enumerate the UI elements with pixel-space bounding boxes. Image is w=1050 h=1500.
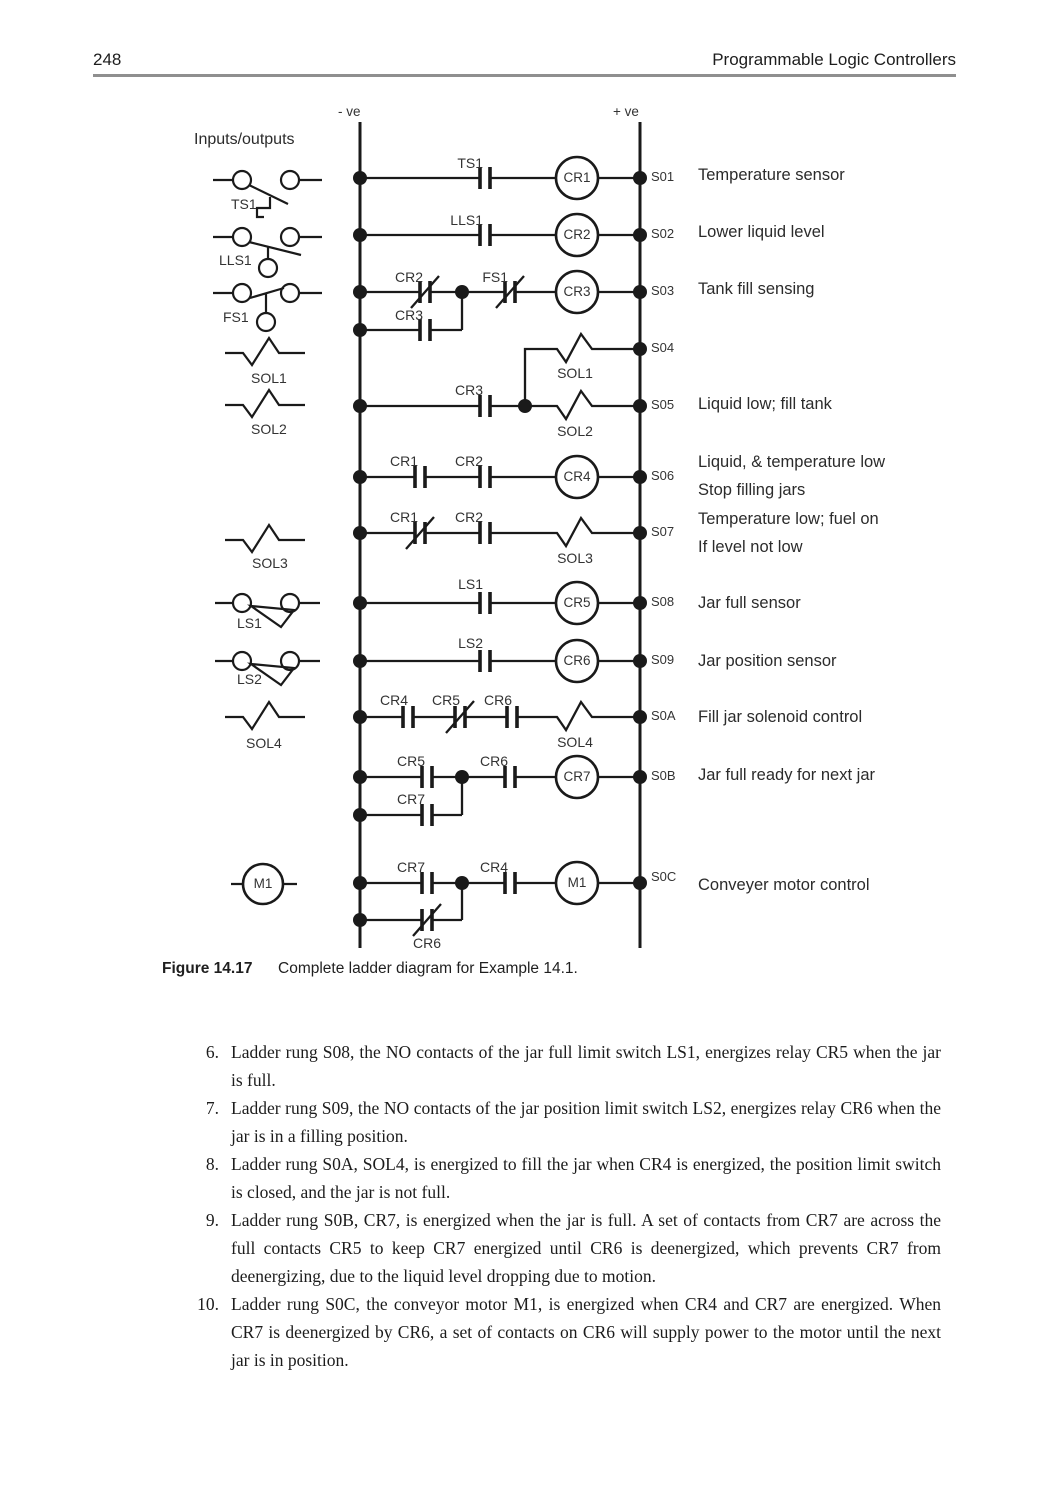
contact-label: FS1 — [482, 269, 508, 285]
list-item-number: 6. — [205, 1042, 219, 1062]
contact-label: CR5 — [396, 753, 425, 769]
contact-label: CR7 — [396, 791, 425, 807]
rung-desc: Stop filling jars — [698, 481, 806, 499]
rung-desc: Tank fill sensing — [698, 280, 815, 298]
page-number: 248 — [93, 50, 122, 69]
neg-rail-label: - ve — [338, 104, 361, 119]
rung-id: S0A — [651, 708, 676, 723]
list-item: 10. Ladder rung S0C, the conveyor motor … — [183, 1290, 941, 1374]
input-label-ls1: LS1 — [237, 615, 262, 631]
coil-label: CR1 — [563, 170, 591, 185]
contact-label: LS2 — [458, 635, 483, 651]
input-label-sol3: SOL3 — [252, 555, 288, 571]
output-label: SOL1 — [557, 365, 593, 381]
nc-slashes — [405, 275, 525, 937]
input-label-fs1: FS1 — [223, 309, 249, 325]
rung-id: S09 — [651, 652, 675, 667]
header-rule — [93, 74, 956, 77]
contact-label: TS1 — [457, 155, 483, 171]
list-item-number: 10. — [197, 1294, 219, 1314]
output-label: SOL2 — [557, 423, 593, 439]
input-label-sol4: SOL4 — [246, 735, 282, 751]
rung-id: S02 — [651, 226, 675, 241]
contact-label: CR2 — [454, 453, 483, 469]
output-label: SOL4 — [557, 734, 593, 750]
input-label-sol2: SOL2 — [251, 421, 287, 437]
list-item-number: 9. — [205, 1210, 219, 1230]
junction-dots — [353, 171, 647, 927]
explanation-list: 6. Ladder rung S08, the NO contacts of t… — [183, 1038, 941, 1374]
coil-label: CR4 — [563, 469, 591, 484]
list-item-text: Ladder rung S0A, SOL4, is energized to f… — [231, 1154, 941, 1202]
coil-label: CR7 — [563, 769, 591, 784]
figure-caption-label: Figure 14.17 — [162, 960, 253, 977]
rung-id: S0C — [651, 869, 677, 884]
contact-label: CR3 — [454, 382, 483, 398]
rung-desc: Conveyer motor control — [698, 876, 870, 894]
contact-label: CR6 — [479, 753, 508, 769]
input-label-ls2: LS2 — [237, 671, 262, 687]
list-item-text: Ladder rung S09, the NO contacts of the … — [231, 1098, 941, 1146]
contact-label: LLS1 — [450, 212, 483, 228]
rung-id: S06 — [651, 468, 675, 483]
rung-id: S03 — [651, 283, 675, 298]
list-item: 7. Ladder rung S09, the NO contacts of t… — [183, 1094, 941, 1150]
rung-desc: Jar full ready for next jar — [698, 766, 875, 784]
list-item-text: Ladder rung S0C, the conveyor motor M1, … — [231, 1294, 941, 1370]
input-label-m1: M1 — [253, 876, 273, 891]
contact-label: LS1 — [458, 576, 483, 592]
rung-id: S04 — [651, 340, 675, 355]
coil-label: CR3 — [563, 284, 591, 299]
input-symbols — [213, 169, 322, 906]
rung-id: S05 — [651, 397, 675, 412]
rung-desc: Jar position sensor — [698, 652, 837, 670]
figure-caption-text: Complete ladder diagram for Example 14.1… — [278, 960, 578, 977]
contact-label: CR4 — [379, 692, 408, 708]
list-item: 8. Ladder rung S0A, SOL4, is energized t… — [183, 1150, 941, 1206]
rung-desc: Liquid, & temperature low — [698, 453, 886, 471]
coil-label: M1 — [567, 875, 587, 890]
rung-id: S07 — [651, 524, 675, 539]
contact-label: CR6 — [483, 692, 512, 708]
rung-id: S0B — [651, 768, 676, 783]
rung-desc: Lower liquid level — [698, 223, 825, 241]
list-item: 6. Ladder rung S08, the NO contacts of t… — [183, 1038, 941, 1094]
rung-desc: If level not low — [698, 538, 803, 556]
contact-label: CR7 — [396, 859, 425, 875]
output-label: SOL3 — [557, 550, 593, 566]
rung-desc: Temperature low; fuel on — [698, 510, 879, 528]
contact-label: CR1 — [389, 453, 418, 469]
contact-label: CR2 — [394, 269, 423, 285]
contact-label: CR2 — [454, 509, 483, 525]
rung-desc: Temperature sensor — [698, 166, 845, 184]
contact-label: CR5 — [431, 692, 460, 708]
contact-label: CR4 — [479, 859, 508, 875]
rung-desc: Fill jar solenoid control — [698, 708, 863, 726]
pos-rail-label: + ve — [613, 104, 639, 119]
coils — [554, 155, 600, 906]
contact-bars — [401, 167, 519, 931]
rung-desc: Liquid low; fill tank — [698, 395, 832, 413]
contact-label: CR1 — [389, 509, 418, 525]
list-item-text: Ladder rung S0B, CR7, is energized when … — [231, 1210, 941, 1286]
coil-label: CR6 — [563, 653, 591, 668]
contact-label: CR3 — [394, 307, 423, 323]
list-item: 9. Ladder rung S0B, CR7, is energized wh… — [183, 1206, 941, 1290]
rung-id: S08 — [651, 594, 675, 609]
input-label-sol1: SOL1 — [251, 370, 287, 386]
list-item-number: 7. — [205, 1098, 219, 1118]
contact-label: CR6 — [412, 935, 441, 951]
list-item-text: Ladder rung S08, the NO contacts of the … — [231, 1042, 941, 1090]
list-item-number: 8. — [205, 1154, 219, 1174]
header-title: Programmable Logic Controllers — [712, 50, 956, 69]
coil-label: CR2 — [563, 227, 591, 242]
input-label-lls1: LLS1 — [219, 252, 252, 268]
coil-label: CR5 — [563, 595, 591, 610]
io-heading: Inputs/outputs — [194, 131, 295, 148]
rung-id: S01 — [651, 169, 675, 184]
input-label-ts1: TS1 — [231, 196, 257, 212]
rung-desc: Jar full sensor — [698, 594, 801, 612]
